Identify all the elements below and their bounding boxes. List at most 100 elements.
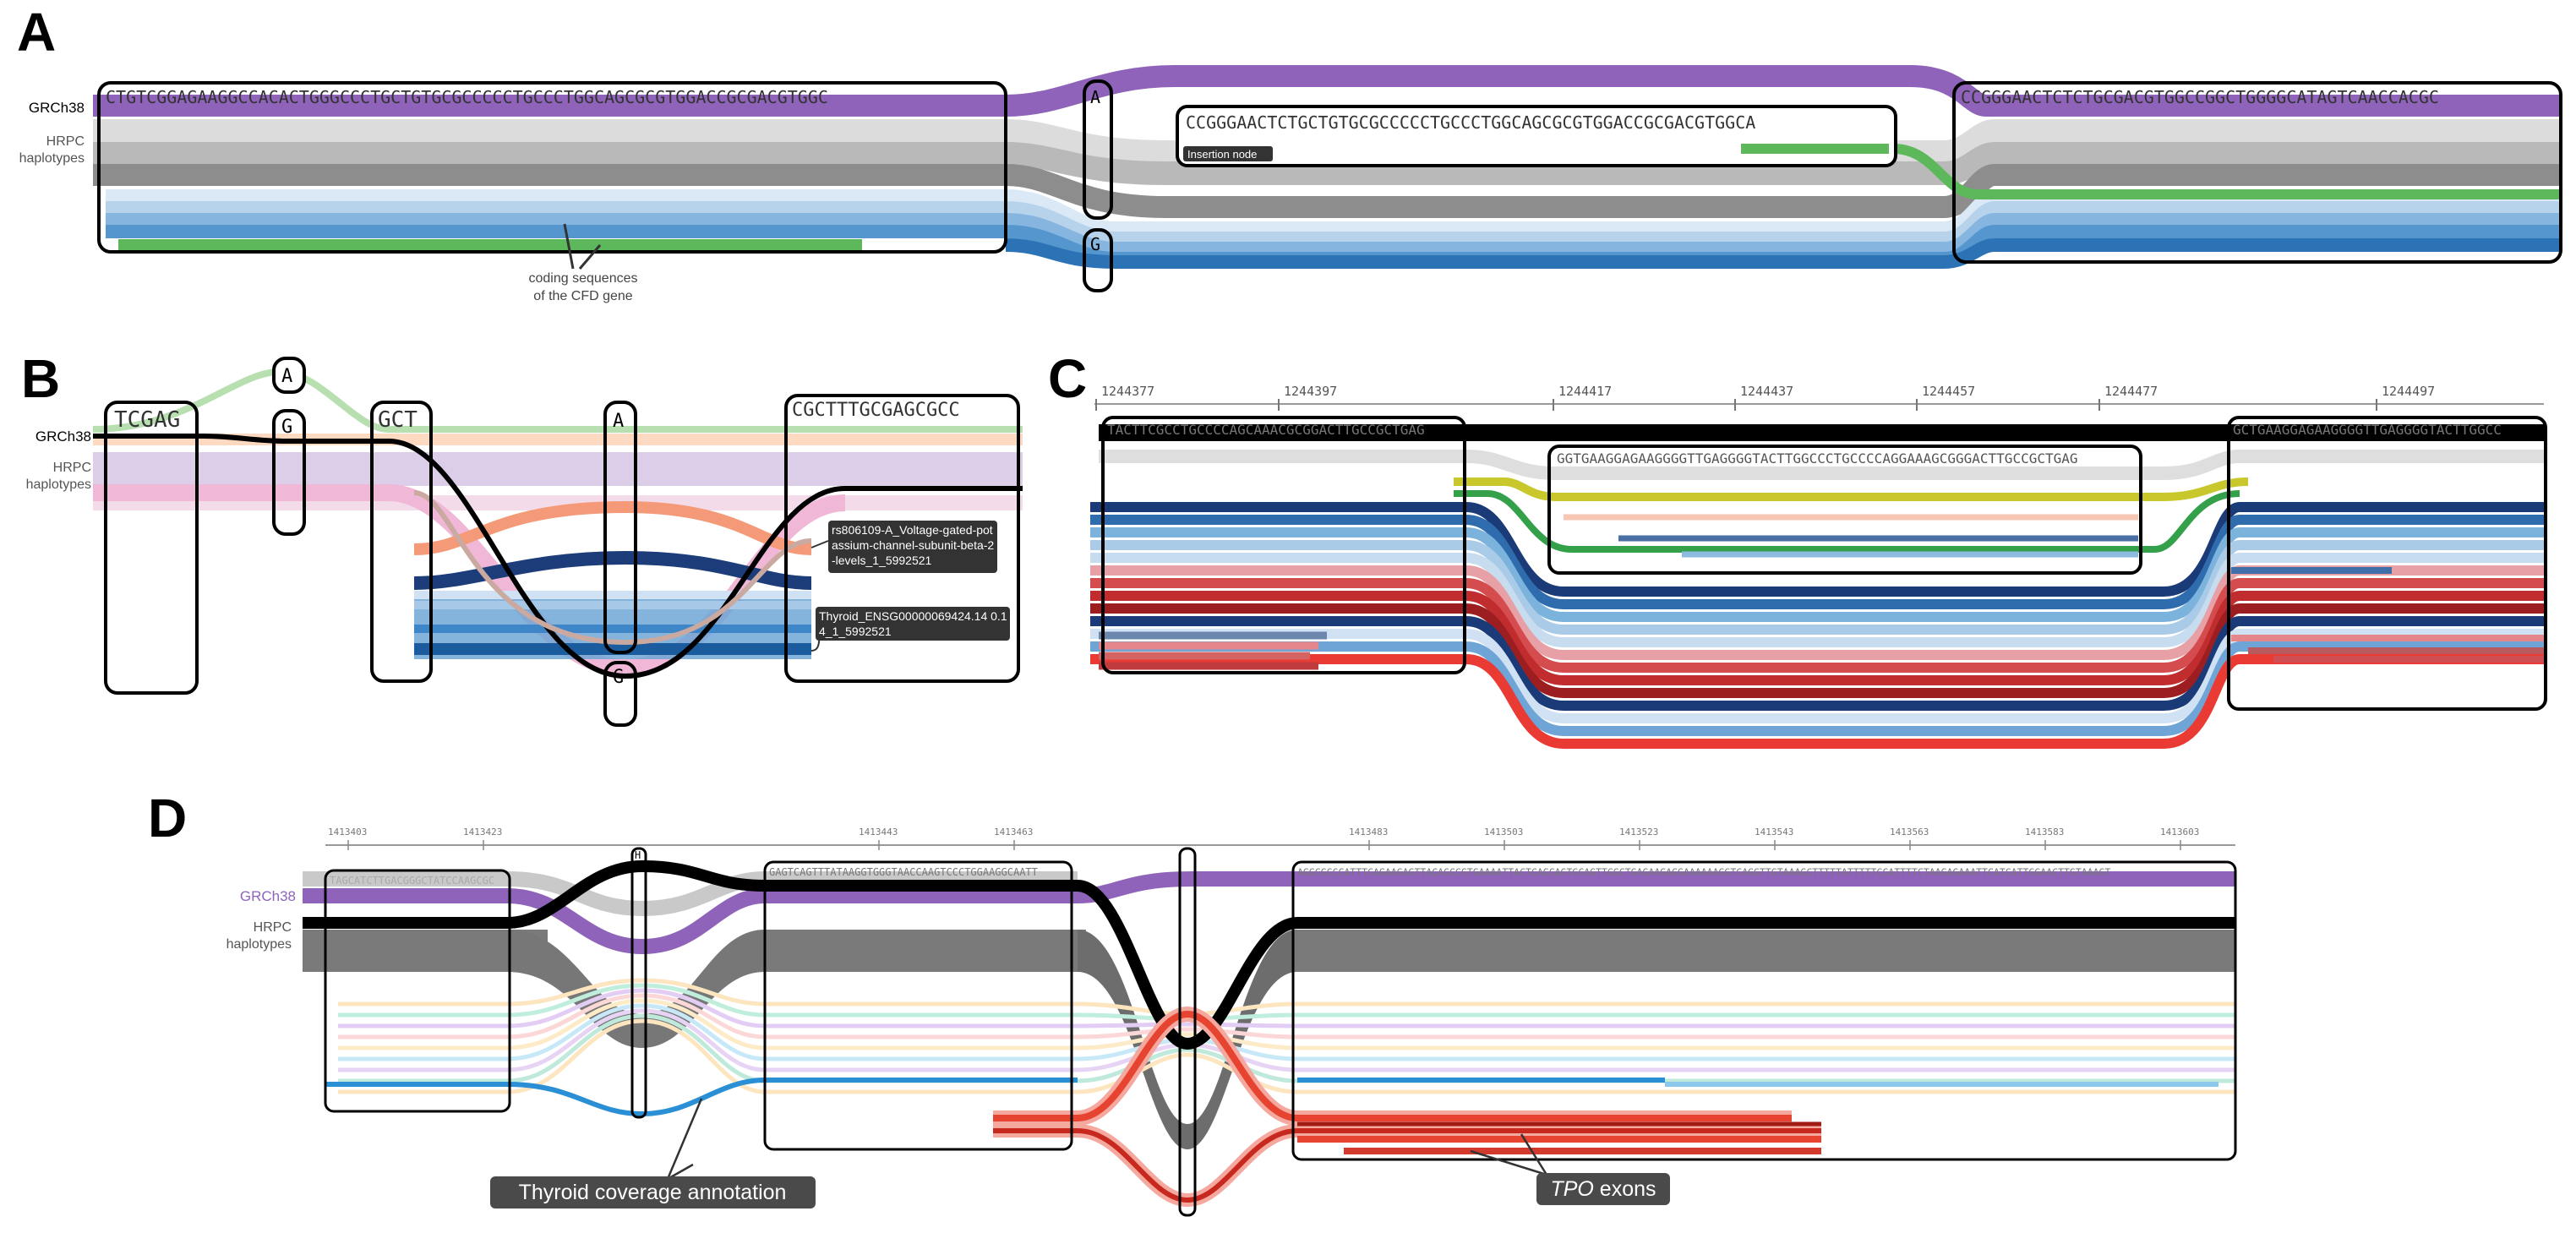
b-node-3 xyxy=(784,394,1020,683)
b-ref-label: GRCh38 xyxy=(35,428,91,445)
panel-d-letter: D xyxy=(148,788,187,848)
b-hap-label-2: haplotypes xyxy=(26,477,91,492)
c-haplotype-path xyxy=(1090,515,2544,609)
b-node-g-label: G xyxy=(281,417,292,438)
b-annot1-text: rs806109-A_Voltage-gated-potassium-chann… xyxy=(832,523,995,567)
d-tick-label: 1413543 xyxy=(1755,827,1793,838)
c-tick-label: 1244457 xyxy=(1922,384,1975,399)
panel-b: B TCGAG A G GCT A G CGCTTTGCGAGCGCC GRCh… xyxy=(21,348,1023,727)
node-a-snp-label: A xyxy=(1090,87,1100,107)
b-annot1-bg xyxy=(828,521,997,573)
blue-hap-5 xyxy=(1005,238,2561,269)
d-gray-block-2 xyxy=(765,930,1086,972)
hrpc-band-1 xyxy=(93,119,2561,164)
grch38-path xyxy=(93,65,2561,117)
b-node-g2-label: G xyxy=(613,667,624,688)
c-node-3 xyxy=(2227,416,2547,711)
d-red-dark-2 xyxy=(993,1128,1821,1203)
b-annot2-bg xyxy=(816,607,1010,641)
tpo-label-italic: TPO xyxy=(1550,1177,1593,1201)
d-tick-label: 1413523 xyxy=(1619,827,1658,838)
d-haplotype-line xyxy=(338,1018,2235,1094)
b-hap-label: HRPC xyxy=(53,461,91,475)
d-hap-label-2: haplotypes xyxy=(226,937,292,952)
c-haplotype-path xyxy=(1090,540,2544,635)
d-tick-label: 1413483 xyxy=(1349,827,1388,838)
b-grch38-path xyxy=(93,434,1023,679)
c-yellow-path xyxy=(1454,477,2249,501)
d-hap-label: HRPC xyxy=(254,920,292,935)
insertion-node xyxy=(1176,105,1897,167)
node-a3-seq: CCGGGAACTCTCTGCGACGTGGCCGGCTGGGGCATAGTCA… xyxy=(1961,87,2439,107)
c-node-2 xyxy=(1547,445,2142,575)
b-node-1 xyxy=(104,401,199,695)
c-haplotype-path xyxy=(1090,553,2544,647)
b-annot2: Thyroid_ENSG00000069424.14 0.14_1_599252… xyxy=(819,609,1007,638)
b-node-g xyxy=(272,409,306,536)
b-annot2-text: Thyroid_ENSG00000069424.14 0.14_1_599252… xyxy=(819,609,1007,638)
c-green-path xyxy=(1454,490,2240,553)
c-haplotype-path xyxy=(1090,654,2544,749)
d-gray-block-3 xyxy=(1293,930,2235,972)
d-node-3-seq: AGGCGCCCATTTCAGAAGAGTTACAGCCGTGAAAATTACT… xyxy=(1297,866,2110,878)
d-tick-label: 1413443 xyxy=(859,827,898,838)
coding-label-2: of the CFD gene xyxy=(533,289,633,303)
c-haplotype-path xyxy=(1090,565,2544,660)
insertion-label: Insertion node xyxy=(1187,148,1257,161)
c-haplotype-path xyxy=(1090,527,2544,622)
thyroid-label-bg xyxy=(490,1176,816,1209)
blue-hap-1 xyxy=(106,189,2561,235)
c-tick-label: 1244417 xyxy=(1558,384,1612,399)
c-haplotype-path xyxy=(1090,603,2544,698)
c-haplotype-path xyxy=(1090,641,2544,736)
c-gray-path xyxy=(1099,450,2544,480)
b-node-2 xyxy=(370,401,433,683)
d-haplotype-line xyxy=(338,1008,2235,1072)
d-gray-bubble-2 xyxy=(1078,930,1297,1149)
b-annot1-pointer xyxy=(810,540,829,548)
tpo-label: TPO exons xyxy=(1550,1177,1656,1201)
panel-c-letter: C xyxy=(1048,348,1087,409)
node-g-snp xyxy=(1083,228,1113,292)
coding-seq-line-right xyxy=(1741,144,2561,199)
d-tick-label: 1413563 xyxy=(1890,827,1929,838)
c-haplotype-path xyxy=(1090,502,2544,597)
c-haplotype-path xyxy=(1090,591,2544,685)
c-tick-label: 1244377 xyxy=(1101,384,1154,399)
blue-hap-2 xyxy=(106,201,2561,245)
insertion-seq: CCGGGAACTCTGCTGTGCGCCCCCTGCCCTGGCAGCGCGT… xyxy=(1186,112,1755,133)
d-node-1 xyxy=(324,869,511,1113)
b-node-a2 xyxy=(603,401,637,654)
panel-a: A CTGTCGGAGAAGGCCACACTGGGCCCTGCTGTGCGCCC… xyxy=(17,2,2562,303)
c-node-1 xyxy=(1101,416,1466,674)
d-ref-label: GRCh38 xyxy=(240,888,296,904)
node-a3 xyxy=(1952,81,2562,264)
tpo-label-bg xyxy=(1536,1173,1670,1205)
a-hap-label: HRPC xyxy=(46,134,85,149)
c-node-3-seq: GCTGAAGGAGAAGGGGTTGAGGGGTACTTGGCC xyxy=(2233,422,2502,438)
b-node-g2 xyxy=(603,661,637,727)
a-hap-label-2: haplotypes xyxy=(19,151,85,166)
panel-b-letter: B xyxy=(21,348,60,409)
d-snp-node xyxy=(630,847,647,1119)
d-node-3 xyxy=(1291,860,2237,1161)
tpo-pointer xyxy=(1470,1133,1548,1176)
c-haplotype-stack xyxy=(1090,502,2544,749)
d-gray-block-1 xyxy=(303,930,548,972)
node-g-snp-label: G xyxy=(1090,234,1100,254)
node-a1 xyxy=(97,81,1007,254)
c-node-1-seq: TACTTCGCCTGCCCCAGCAAACGCGGACTTGCCGCTGAG xyxy=(1107,422,1425,438)
b-navy-path xyxy=(413,550,812,590)
b-node-a xyxy=(272,357,306,394)
a-ref-label: GRCh38 xyxy=(29,100,85,116)
panel-a-letter: A xyxy=(17,2,56,63)
d-tick-label: 1413503 xyxy=(1484,827,1523,838)
hrpc-band-3 xyxy=(93,164,2561,218)
d-node-2-seq: GAGTCAGTTTATAAGGTGGGTAACCAAGTCCCTGGAAGGC… xyxy=(769,866,1038,878)
hrpc-band-2 xyxy=(93,142,2561,185)
d-node-2 xyxy=(763,860,1073,1151)
